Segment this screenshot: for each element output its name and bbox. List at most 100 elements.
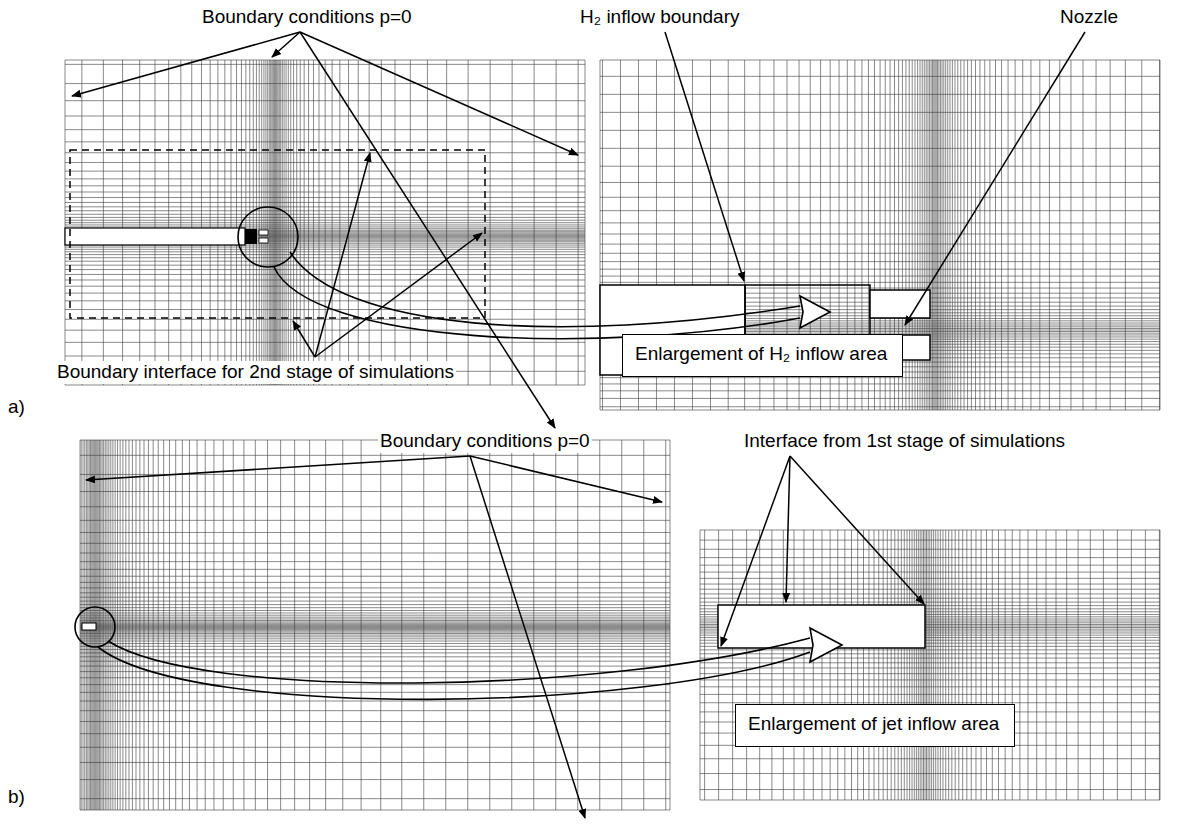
grid-line <box>467 440 468 810</box>
grid-line <box>197 440 198 810</box>
grid-line <box>80 779 670 780</box>
grid-line <box>80 762 670 763</box>
grid-line <box>945 530 946 800</box>
grid-line <box>65 249 585 250</box>
grid-line <box>700 773 1160 774</box>
grid-line <box>1078 530 1079 800</box>
grid-line <box>80 491 670 492</box>
grid-line <box>878 530 879 800</box>
grid-line <box>97 440 98 810</box>
grid-line <box>80 612 670 613</box>
leader-line <box>905 32 1085 325</box>
grid-line <box>80 520 670 521</box>
grid-line <box>621 440 622 810</box>
grid-line <box>80 733 670 734</box>
grid-line <box>139 440 140 810</box>
grid-line <box>65 274 585 275</box>
grid-line <box>986 530 987 800</box>
grid-line <box>255 440 256 810</box>
leader-line <box>315 153 370 357</box>
grid-line <box>80 440 81 810</box>
grid-line <box>1159 530 1160 800</box>
grid-line <box>80 610 670 611</box>
grid-line <box>1012 530 1013 800</box>
grid-line <box>309 440 310 810</box>
grid-line <box>665 440 666 810</box>
grid-line <box>233 440 234 810</box>
leader-line <box>315 233 482 357</box>
grid-line <box>65 247 585 248</box>
grid-line <box>700 530 1160 531</box>
grid-line <box>80 798 670 799</box>
grid-line <box>600 210 1160 211</box>
grid-line <box>423 440 424 810</box>
leader-line <box>272 32 300 57</box>
grid-line <box>445 440 446 810</box>
grid-line <box>80 628 670 629</box>
grid-line <box>909 530 910 800</box>
leader-line <box>470 456 662 502</box>
grid-line <box>700 598 1160 599</box>
grid-line <box>981 530 982 800</box>
grid-line <box>1019 530 1020 800</box>
grid-line <box>125 440 126 810</box>
grid-line <box>80 649 670 650</box>
grid-line <box>65 178 585 179</box>
leader-line <box>86 456 470 480</box>
boundary-label: Boundary conditions p=0 <box>200 6 414 29</box>
grid-line <box>65 210 585 211</box>
grid-line <box>65 257 585 258</box>
grid-line <box>80 636 670 637</box>
grid-line <box>998 530 999 800</box>
grid-line <box>901 530 902 800</box>
zoom-curve <box>98 647 810 699</box>
grid-line <box>80 607 670 608</box>
grid-line <box>700 662 1160 663</box>
grid-line <box>80 627 670 628</box>
mesh-grid <box>600 60 1160 410</box>
grid-line <box>923 530 924 800</box>
grid-line <box>600 276 1160 277</box>
grid-line <box>144 440 145 810</box>
grid-line <box>65 251 585 252</box>
grid-line <box>600 406 1160 407</box>
grid-line <box>80 624 670 625</box>
grid-line <box>600 112 1160 113</box>
grid-line <box>65 342 585 343</box>
grid-line <box>600 390 1160 391</box>
grid-line <box>65 217 585 218</box>
grid-line <box>65 202 585 203</box>
grid-line <box>700 673 1160 674</box>
boundary-label: Boundary conditions p=0 <box>378 430 592 453</box>
grid-line <box>600 410 1160 411</box>
grid-line <box>80 617 670 618</box>
grid-line <box>700 694 1160 695</box>
grid-line <box>80 543 670 544</box>
grid-line <box>105 440 106 810</box>
grid-line <box>65 171 585 172</box>
grid-line <box>80 621 670 622</box>
grid-line <box>1103 530 1104 800</box>
mesh-grid <box>80 440 670 810</box>
leader-line <box>470 456 585 818</box>
grid-line <box>600 182 1160 183</box>
grid-line <box>80 632 670 633</box>
grid-line <box>1028 530 1029 800</box>
grid-line <box>243 440 244 810</box>
grid-line <box>223 440 224 810</box>
jet-pipe <box>82 623 96 630</box>
grid-line <box>643 440 644 810</box>
grid-line <box>65 226 585 227</box>
grid-line <box>80 587 670 588</box>
grid-line <box>267 440 268 810</box>
mesh-grids <box>65 60 1160 810</box>
grid-line <box>600 253 1160 254</box>
grid-line <box>80 552 670 553</box>
grid-line <box>65 254 585 255</box>
grid-line <box>380 440 381 810</box>
leader-lines <box>72 32 1085 818</box>
grid-line <box>65 385 585 386</box>
grid-line <box>920 530 921 800</box>
grid-line <box>925 530 926 800</box>
grid-line <box>1145 530 1146 800</box>
